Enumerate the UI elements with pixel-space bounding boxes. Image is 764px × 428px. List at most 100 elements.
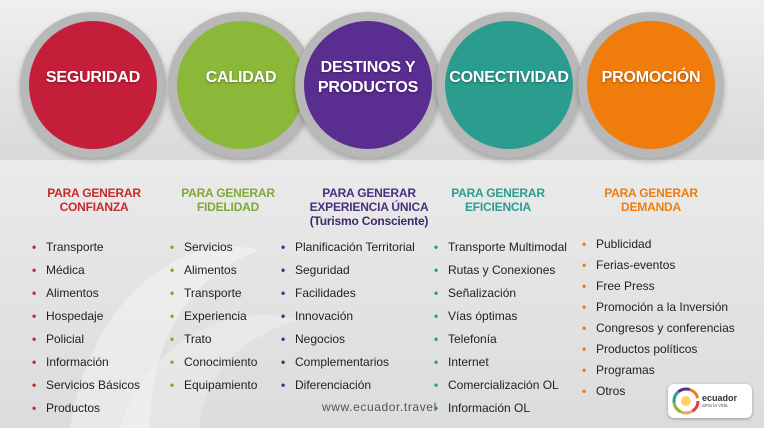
bullet-icon: • [32, 309, 37, 323]
list-item: • Productos políticos [582, 339, 735, 360]
list-item-label: Transporte [184, 286, 242, 300]
list-item-label: Planificación Territorial [295, 240, 415, 254]
list-item: • Señalización [434, 282, 567, 305]
bullet-icon: • [434, 355, 439, 369]
heading-text: PARA GENERAR DEMANDA [604, 186, 698, 214]
heading-eficiencia: PARA GENERAR EFICIENCIA [428, 172, 568, 214]
circle-label: PROMOCIÓN [601, 69, 701, 86]
list-item-label: Equipamiento [184, 378, 258, 392]
list-item: • Rutas y Conexiones [434, 259, 567, 282]
circle-label: SEGURIDAD [45, 69, 141, 86]
list-item: •Información OL [434, 397, 567, 420]
circle-label: CONECTIVIDAD [449, 69, 569, 86]
bullet-icon: • [170, 332, 175, 346]
heading-subtext: (Turismo Consciente) [309, 214, 429, 228]
list-item: • Planificación Territorial [281, 236, 415, 259]
footer-url: www.ecuador.travel [322, 400, 437, 414]
heading-text: PARA GENERAR EXPERIENCIA ÚNICA [309, 186, 429, 214]
list-conectividad: •Transporte Multimodal•Rutas y Conexione… [434, 236, 567, 420]
bullet-icon: • [582, 279, 587, 293]
list-item: • Servicios [170, 236, 257, 259]
bullet-icon: • [434, 378, 439, 392]
bullet-icon: • [281, 286, 286, 300]
list-item-label: Internet [448, 355, 489, 369]
list-item: •Alimentos [32, 282, 140, 305]
list-item-label: Telefonía [448, 332, 497, 346]
list-item-label: Complementarios [295, 355, 390, 369]
list-item-label: Congresos y conferencias [596, 321, 735, 335]
list-promocion: •Publicidad•Ferias-eventos•Free Press•Pr… [582, 234, 735, 402]
bullet-icon: • [32, 355, 37, 369]
list-item-label: Hospedaje [46, 309, 104, 323]
bullet-icon: • [582, 258, 587, 272]
list-item: •Free Press [582, 276, 735, 297]
list-item: • Complementarios [281, 351, 415, 374]
list-item-label: Conocimiento [184, 355, 258, 369]
list-item-label: Facilidades [295, 286, 356, 300]
bullet-icon: • [281, 309, 286, 323]
bullet-icon: • [582, 342, 587, 356]
ecuador-brand-swirl-icon [672, 387, 700, 415]
bullet-icon: • [32, 263, 37, 277]
list-item: • Servicios Básicos [32, 374, 140, 397]
list-item: • Telefonía [434, 328, 567, 351]
bullet-icon: • [434, 309, 439, 323]
list-item: • Médica [32, 259, 140, 282]
bullet-icon: • [281, 263, 286, 277]
list-item-label: Información OL [448, 401, 531, 415]
list-item: • Trato [170, 328, 257, 351]
list-item: •Publicidad [582, 234, 735, 255]
list-item-label: Negocios [295, 332, 346, 346]
bullet-icon: • [434, 240, 439, 254]
bullet-icon: • [434, 263, 439, 277]
list-item-label: Productos [46, 401, 101, 415]
list-item-label: Experiencia [184, 309, 247, 323]
list-item: •Transporte [32, 236, 140, 259]
list-item-label: Trato [184, 332, 212, 346]
list-item-label: Vías óptimas [448, 309, 518, 323]
list-item: •Programas [582, 360, 735, 381]
list-item-label: Alimentos [46, 286, 99, 300]
ecuador-logo: ecuador ama la vida [668, 384, 752, 418]
circle-calidad: CALIDAD [168, 12, 314, 158]
bullet-icon: • [170, 286, 175, 300]
circle-seguridad: SEGURIDAD [20, 12, 166, 158]
bullet-icon: • [582, 321, 587, 335]
bullet-icon: • [434, 286, 439, 300]
list-item-label: Médica [46, 263, 85, 277]
list-item-label: Diferenciación [295, 378, 372, 392]
bullet-icon: • [170, 263, 175, 277]
list-item: • Información [32, 351, 140, 374]
list-item: • Experiencia [170, 305, 257, 328]
heading-text: PARA GENERAR CONFIANZA [47, 186, 141, 214]
list-item-label: Información [46, 355, 109, 369]
list-item-label: Seguridad [295, 263, 350, 277]
list-item-label: Servicios [184, 240, 233, 254]
bullet-icon: • [281, 355, 286, 369]
bullet-icon: • [582, 384, 587, 398]
list-item-label: Productos políticos [596, 342, 698, 356]
heading-experiencia-unica: PARA GENERAR EXPERIENCIA ÚNICA (Turismo … [284, 172, 454, 242]
list-item-label: Señalización [448, 286, 517, 300]
list-item-label: Transporte [46, 240, 104, 254]
list-item: •Conocimiento [170, 351, 257, 374]
list-destinos: • Planificación Territorial • Seguridad • Fac… [281, 236, 415, 397]
bullet-icon: • [434, 332, 439, 346]
list-item: •Promoción a la Inversión [582, 297, 735, 318]
logo-tagline: ama la vida [702, 402, 728, 409]
bullet-icon: • [281, 240, 286, 254]
bullet-icon: • [170, 240, 175, 254]
circle-conectividad: CONECTIVIDAD [436, 12, 582, 158]
circle-promocion: PROMOCIÓN [578, 12, 724, 158]
bullet-icon: • [32, 332, 37, 346]
list-item: • Comercialización OL [434, 374, 567, 397]
list-item-label: Comercialización OL [448, 378, 559, 392]
list-item: • Internet [434, 351, 567, 374]
list-item-label: Alimentos [184, 263, 237, 277]
bullet-icon: • [32, 378, 37, 392]
list-item-label: Rutas y Conexiones [448, 263, 556, 277]
list-item: •Productos [32, 397, 140, 420]
list-item-label: Programas [596, 363, 655, 377]
list-item-label: Servicios Básicos [46, 378, 141, 392]
bullet-icon: • [170, 309, 175, 323]
